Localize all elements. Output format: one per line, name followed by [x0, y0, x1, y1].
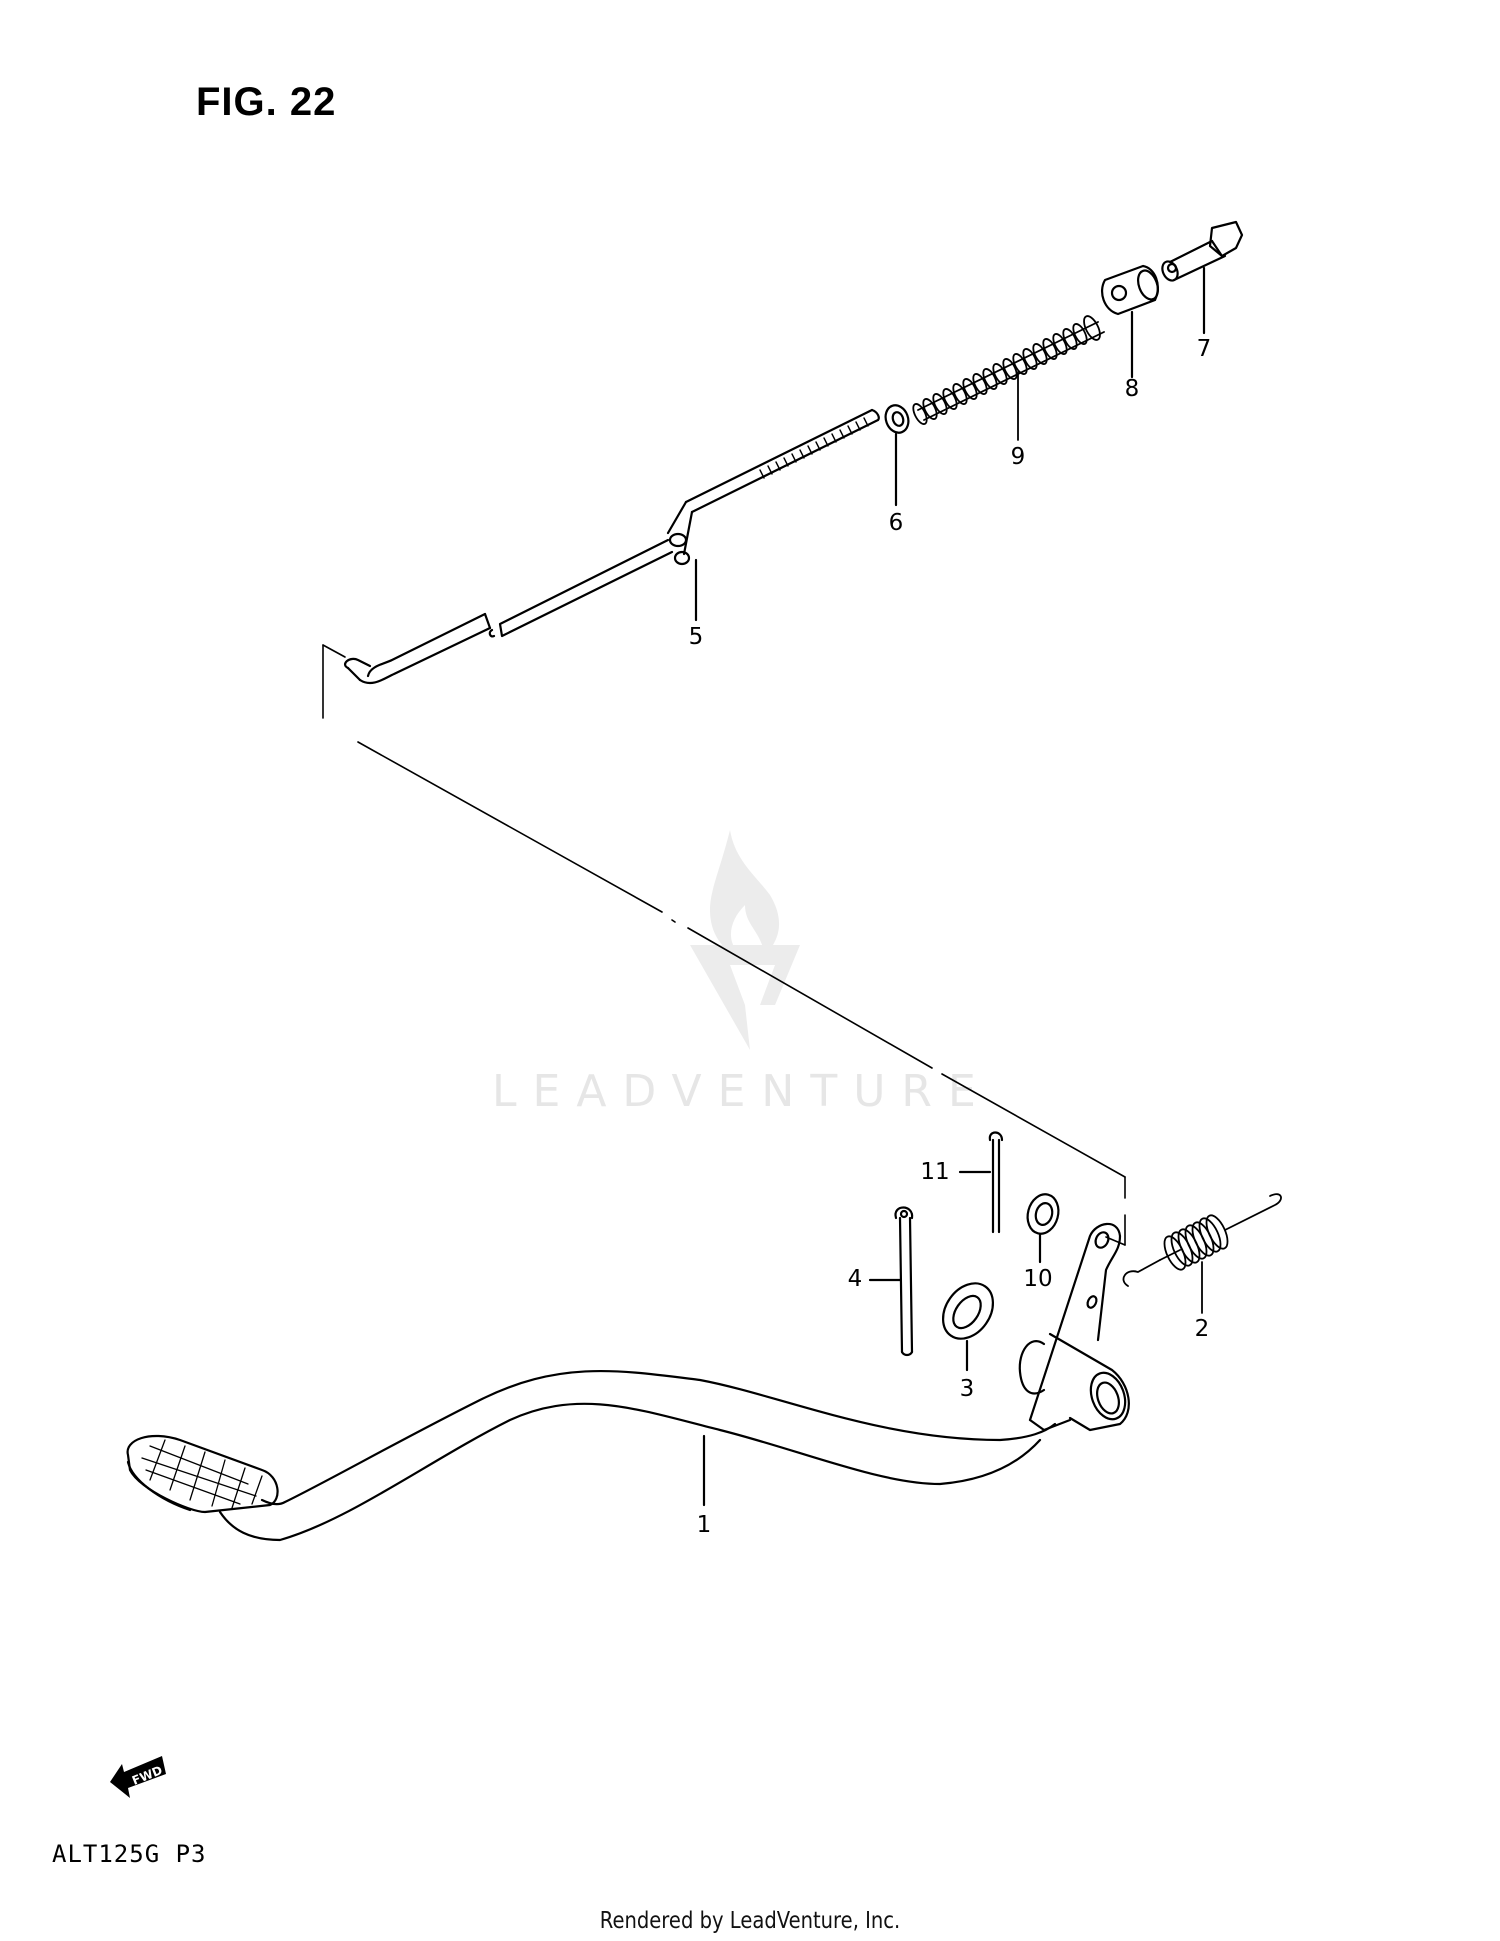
callout-9: 9: [1010, 444, 1026, 470]
watermark-text: LEADVENTURE: [492, 1066, 992, 1117]
part-1-brake-pedal: [126, 1222, 1130, 1542]
forward-arrow-icon: FWD: [110, 1756, 166, 1798]
part-5-brake-rod: [343, 408, 880, 685]
callout-1: 1: [696, 1512, 712, 1538]
callout-4: 4: [847, 1266, 863, 1292]
part-8-joint: [1101, 264, 1159, 379]
callout-8: 8: [1124, 376, 1140, 402]
part-9-compression-spring: [912, 315, 1105, 441]
part-2-return-spring: [1122, 1193, 1282, 1314]
part-4-cotter-pin: [868, 1206, 914, 1357]
callout-11: 11: [920, 1159, 950, 1185]
part-6-washer: [884, 404, 910, 507]
callout-2: 2: [1194, 1316, 1210, 1342]
part-11-cotter-pin: [958, 1131, 1004, 1234]
callout-6: 6: [888, 510, 904, 536]
watermark-logo-icon: [690, 830, 800, 1050]
callout-3: 3: [959, 1376, 975, 1402]
assembly-reference-lines: [322, 644, 1126, 1246]
part-3-washer: [941, 1282, 995, 1372]
callout-5: 5: [688, 624, 704, 650]
model-code: ALT125G P3: [52, 1840, 207, 1868]
footer-credit: Rendered by LeadVenture, Inc.: [599, 1908, 901, 1934]
part-7-joint-pin: [1161, 220, 1244, 335]
part-10-washer: [1026, 1193, 1060, 1264]
callout-7: 7: [1196, 336, 1212, 362]
callout-10: 10: [1023, 1266, 1053, 1292]
figure-title: FIG. 22: [196, 80, 337, 124]
